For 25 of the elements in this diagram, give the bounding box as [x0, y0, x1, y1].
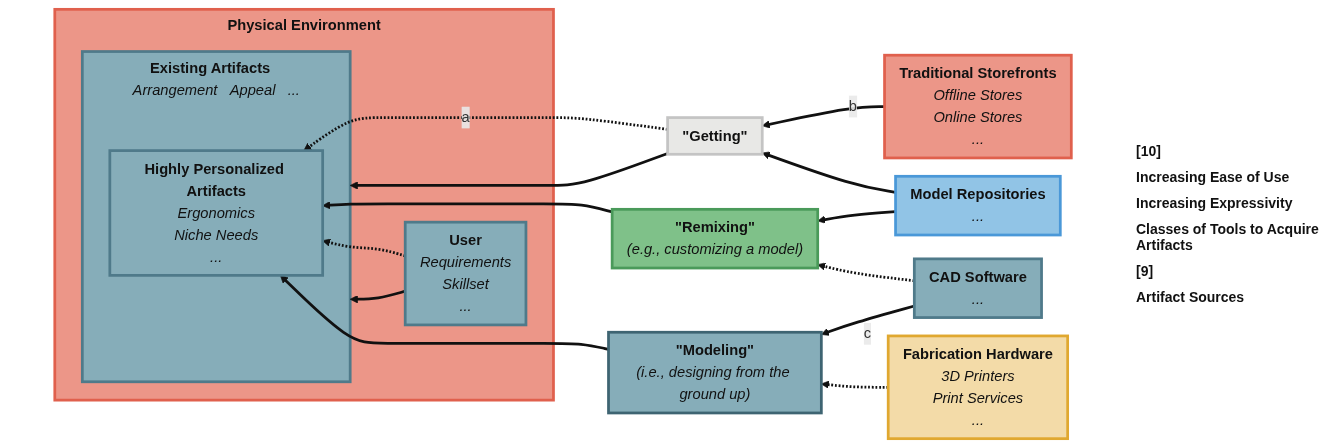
edge-label: b [848, 98, 857, 114]
edge-label: a [461, 109, 470, 125]
arrow [322, 201, 613, 214]
arrow [349, 152, 669, 190]
node-box: Highly Personalized Artifacts Ergonomics Niche Needs ... [108, 149, 324, 277]
note-label: [9] [1136, 263, 1155, 279]
note-label: Classes of Tools to Acquire Artifacts [1136, 221, 1320, 253]
node-box: Fabrication Hardware 3D Printers Print Services ... [886, 334, 1069, 441]
arrow [349, 289, 406, 304]
arrow [817, 210, 896, 224]
node-box: User Requirements Skillset ... [403, 220, 528, 327]
note-label: [10] [1136, 143, 1162, 159]
note-label: Artifact Sources [1136, 289, 1246, 305]
note-label: Increasing Ease of Use [1136, 169, 1291, 185]
node-box: CAD Software ... [912, 257, 1043, 319]
arrow [279, 275, 609, 351]
edge-label: c [863, 325, 872, 342]
note-label: Increasing Expressivity [1136, 195, 1294, 211]
node-box: "Getting" [666, 116, 764, 156]
arrow [820, 304, 915, 336]
node-box: "Modeling" (i.e., designing from the ground up) [607, 330, 823, 415]
node-box: Traditional Storefronts Offline Stores Online Stores ... [883, 53, 1073, 160]
node-box: Model Repositories ... [894, 174, 1062, 237]
node-box: "Remixing" (e.g., customizing a model) [610, 207, 820, 270]
arrow [761, 151, 896, 194]
